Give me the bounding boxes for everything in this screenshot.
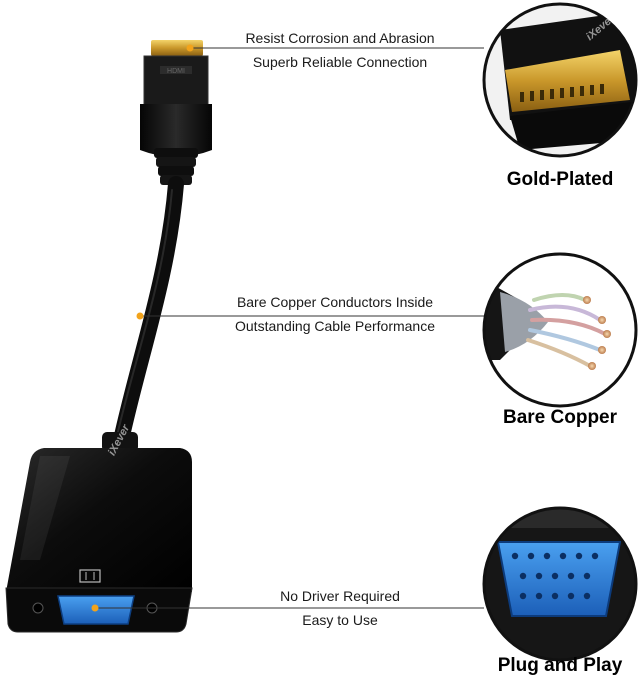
callout-dot-2 xyxy=(136,312,144,320)
caption-bare-copper: Bare Copper xyxy=(502,407,618,428)
caption-gold-plated: Gold-Plated xyxy=(506,169,614,190)
detail-circle-plug-and-play xyxy=(482,506,638,662)
callout-lines xyxy=(91,44,484,612)
feature-2-line-1: Bare Copper Conductors Inside xyxy=(236,294,434,310)
feature-1-line-1: Resist Corrosion and Abrasion xyxy=(245,30,435,46)
cable xyxy=(112,176,184,453)
hdmi-gold-tip xyxy=(151,40,203,56)
vga-monitor-icon xyxy=(79,569,101,583)
callout-dot-1 xyxy=(186,44,194,52)
feature-3-line-1: No Driver Required xyxy=(280,588,400,604)
caption-plug-and-play: Plug and Play xyxy=(497,655,623,676)
svg-text:HDMI: HDMI xyxy=(167,68,185,75)
detail-circle-bare-copper xyxy=(482,252,638,408)
hdmi-connector: HDMI xyxy=(140,40,212,185)
feature-1-line-2: Superb Reliable Connection xyxy=(252,54,428,70)
feature-2-line-2: Outstanding Cable Performance xyxy=(235,318,435,334)
detail-circle-gold-plated xyxy=(482,2,638,158)
callout-dot-3 xyxy=(91,604,99,612)
feature-3-line-2: Easy to Use xyxy=(302,612,378,628)
vga-adapter xyxy=(5,432,193,633)
